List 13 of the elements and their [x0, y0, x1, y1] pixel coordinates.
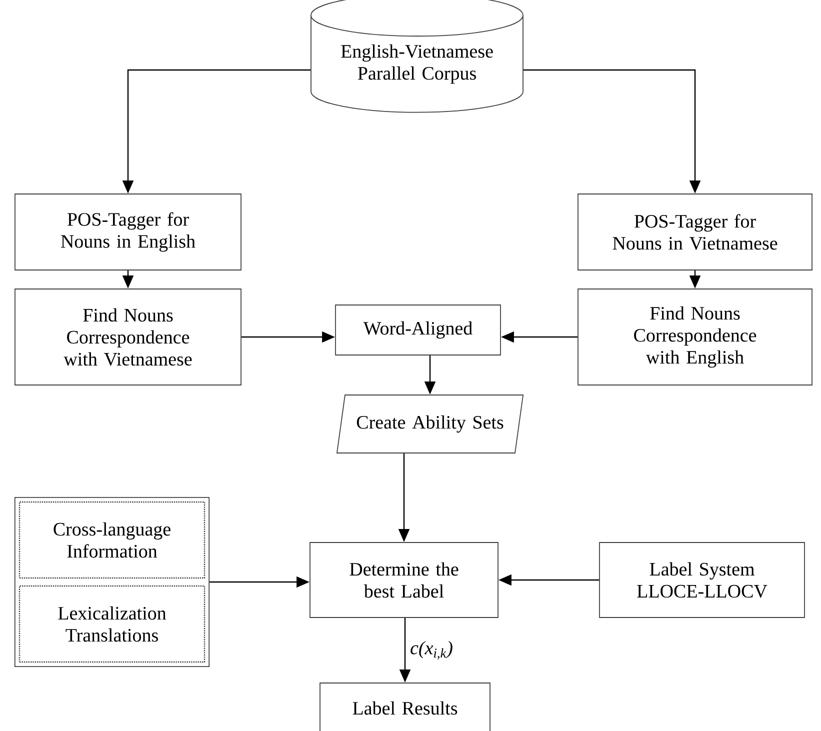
process-box: Label System LLOCE-LLOCV — [599, 542, 805, 618]
info-box: Lexicalization Translations — [18, 585, 206, 663]
process-box: Find Nouns Correspondence with Vietnamese — [14, 288, 242, 386]
edge-label: c(x$_{i,k}$) — [410, 641, 452, 660]
process-box: POS-Tagger for Nouns in English — [14, 194, 242, 270]
process-box: POS-Tagger for Nouns in Vietnamese — [578, 194, 812, 270]
process-box: Determine the best Label — [310, 542, 498, 618]
process-box: Find Nouns Correspondence with English — [578, 288, 812, 386]
info-box: Cross-language Information — [18, 501, 206, 579]
group-box — [14, 496, 210, 668]
process-box: Label Results — [320, 682, 490, 731]
database-cylinder: English-Vietnamese Parallel Corpus — [310, 0, 524, 113]
process-box: Word-Aligned — [335, 304, 501, 356]
